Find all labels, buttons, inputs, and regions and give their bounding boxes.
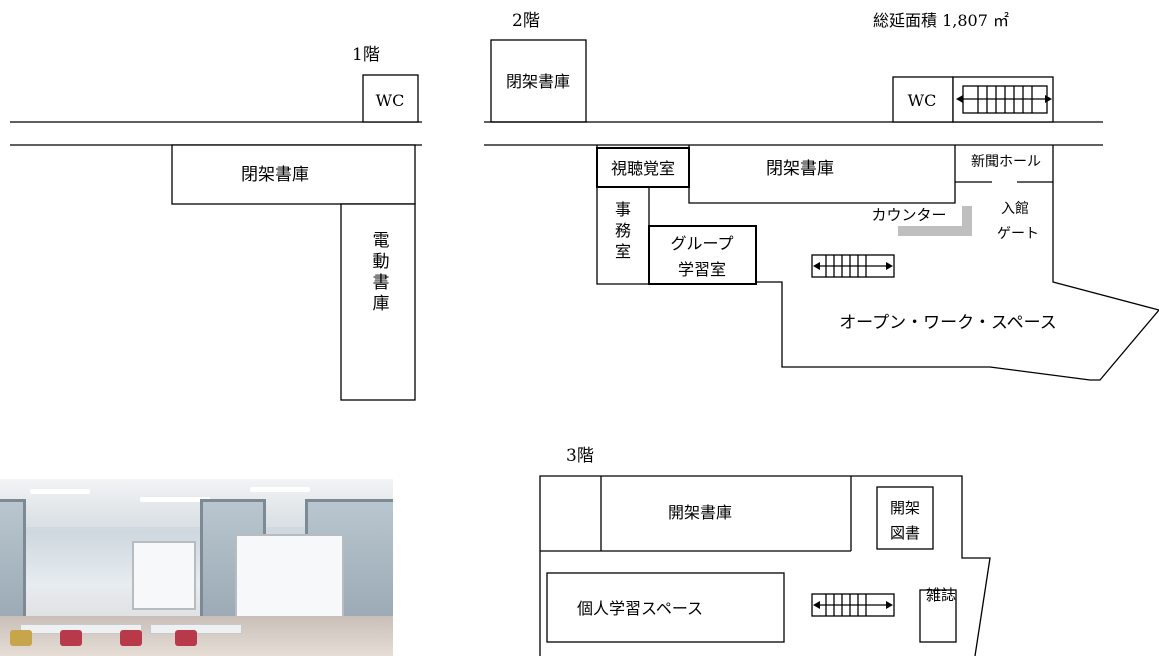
floor2-newspaper-hall-label: 新聞ホール [971, 154, 1041, 170]
floor2-closed-stacks-top [490, 39, 587, 123]
floor2-counter [898, 206, 972, 236]
floor2-outline-left [596, 145, 649, 285]
floor2-open-workspace-label: オープン・ワーク・スペース [839, 313, 1057, 333]
floor1-label: 1階 [352, 45, 380, 65]
floor2-stairs-mid [811, 254, 895, 278]
floor2-stairs-top [952, 76, 1054, 123]
floor2-group-room [648, 225, 757, 285]
floor2-label: 2階 [512, 11, 540, 31]
floor2-closed-stacks-mid [688, 145, 956, 204]
floor1-closed-stacks [171, 144, 416, 205]
floor3-magazine-rack [919, 589, 957, 643]
floor2-av-room-label: 視聴覚室 [611, 159, 675, 178]
floor3-outline [539, 475, 991, 656]
floor3-individual-space [546, 572, 785, 643]
floor2-outline-right [756, 145, 1159, 381]
floor1-wc [362, 74, 419, 123]
floor2-counter-label: カウンター [871, 206, 946, 224]
floor3-open-books-label-1: 開架 [890, 499, 920, 517]
floor3-open-books [876, 486, 934, 550]
floor1-electric-stacks-label: 電動書庫 [373, 231, 390, 314]
floor3-magazines-label: 雑誌 [926, 586, 956, 604]
floor2-wc-label: WC [908, 91, 937, 110]
floor2-closed-stacks-mid-label: 閉架書庫 [766, 159, 834, 179]
total-area: 総延面積 1,807 ㎡ [873, 11, 1009, 30]
floor3-label: 3階 [566, 446, 594, 466]
study-room-photo [0, 479, 393, 656]
floor2-gate-label-2: ゲート [997, 226, 1039, 242]
floor2-group-room-label-1: グループ [670, 234, 733, 253]
floor1-wc-label: WC [376, 91, 405, 110]
floor1-electric-stacks [340, 203, 416, 401]
floor3-open-books-label-2: 図書 [890, 524, 920, 542]
floor3-individual-space-label: 個人学習スペース [577, 599, 703, 618]
floor2-wc [892, 76, 954, 123]
floor1-closed-stacks-label: 閉架書庫 [241, 165, 309, 185]
floor3-open-stacks-label: 開架書庫 [668, 503, 732, 522]
floor3-stairs [811, 593, 895, 617]
floor2-group-room-label-2: 学習室 [678, 260, 726, 279]
floor2-gate-label-1: 入館 [1001, 200, 1029, 217]
floor2-office-label: 事務室 [615, 200, 631, 261]
floor2-closed-stacks-top-label: 閉架書庫 [506, 72, 570, 91]
